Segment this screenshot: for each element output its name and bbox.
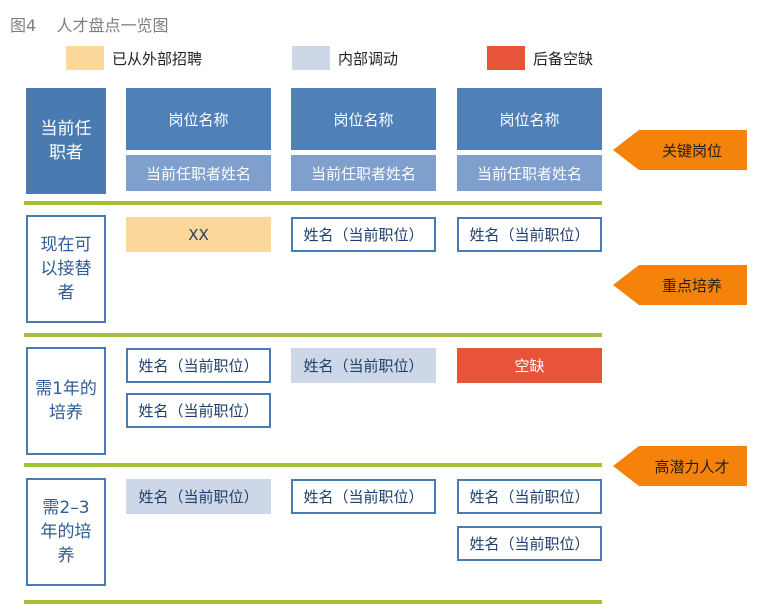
row-divider: [24, 600, 602, 604]
legend-label-vacancy: 后备空缺: [533, 50, 594, 68]
legend-swatch-external: [66, 46, 104, 70]
column-header-position: 岗位名称: [126, 88, 271, 150]
column-subheader-incumbent: 当前任职者姓名: [457, 155, 602, 191]
row-header-current: 当前任职者: [26, 88, 106, 194]
column-subheader-incumbent: 当前任职者姓名: [291, 155, 436, 191]
candidate-cell-internal: 姓名（当前职位）: [126, 479, 271, 514]
candidate-cell: 姓名（当前职位）: [291, 217, 436, 252]
candidate-cell: 姓名（当前职位）: [126, 348, 271, 383]
row-header-one-year: 需1年的培养: [26, 347, 106, 455]
candidate-cell: 姓名（当前职位）: [457, 217, 602, 252]
legend-swatch-vacancy: [487, 46, 525, 70]
candidate-cell-internal: 姓名（当前职位）: [291, 348, 436, 383]
row-divider: [24, 463, 602, 467]
vacancy-cell: 空缺: [457, 348, 602, 383]
arrow-high-potential: 高潜力人才: [613, 446, 747, 486]
row-divider: [24, 201, 602, 205]
row-header-two-three-years: 需2–3年的培养: [26, 478, 106, 586]
row-header-ready-now: 现在可以接替者: [26, 215, 106, 323]
column-header-position: 岗位名称: [291, 88, 436, 150]
row-divider: [24, 333, 602, 337]
column-subheader-incumbent: 当前任职者姓名: [126, 155, 271, 191]
arrow-key-development: 重点培养: [613, 265, 747, 305]
arrow-key-positions: 关键岗位: [613, 130, 747, 170]
candidate-cell: 姓名（当前职位）: [126, 393, 271, 428]
candidate-cell: 姓名（当前职位）: [457, 526, 602, 561]
legend-label-internal: 内部调动: [338, 50, 399, 68]
legend-swatch-internal: [292, 46, 330, 70]
diagram-title: 图4 人才盘点一览图: [10, 16, 169, 35]
candidate-cell: 姓名（当前职位）: [457, 479, 602, 514]
legend-label-external: 已从外部招聘: [112, 50, 203, 68]
candidate-cell: 姓名（当前职位）: [291, 479, 436, 514]
candidate-cell-external: XX: [126, 217, 271, 252]
column-header-position: 岗位名称: [457, 88, 602, 150]
